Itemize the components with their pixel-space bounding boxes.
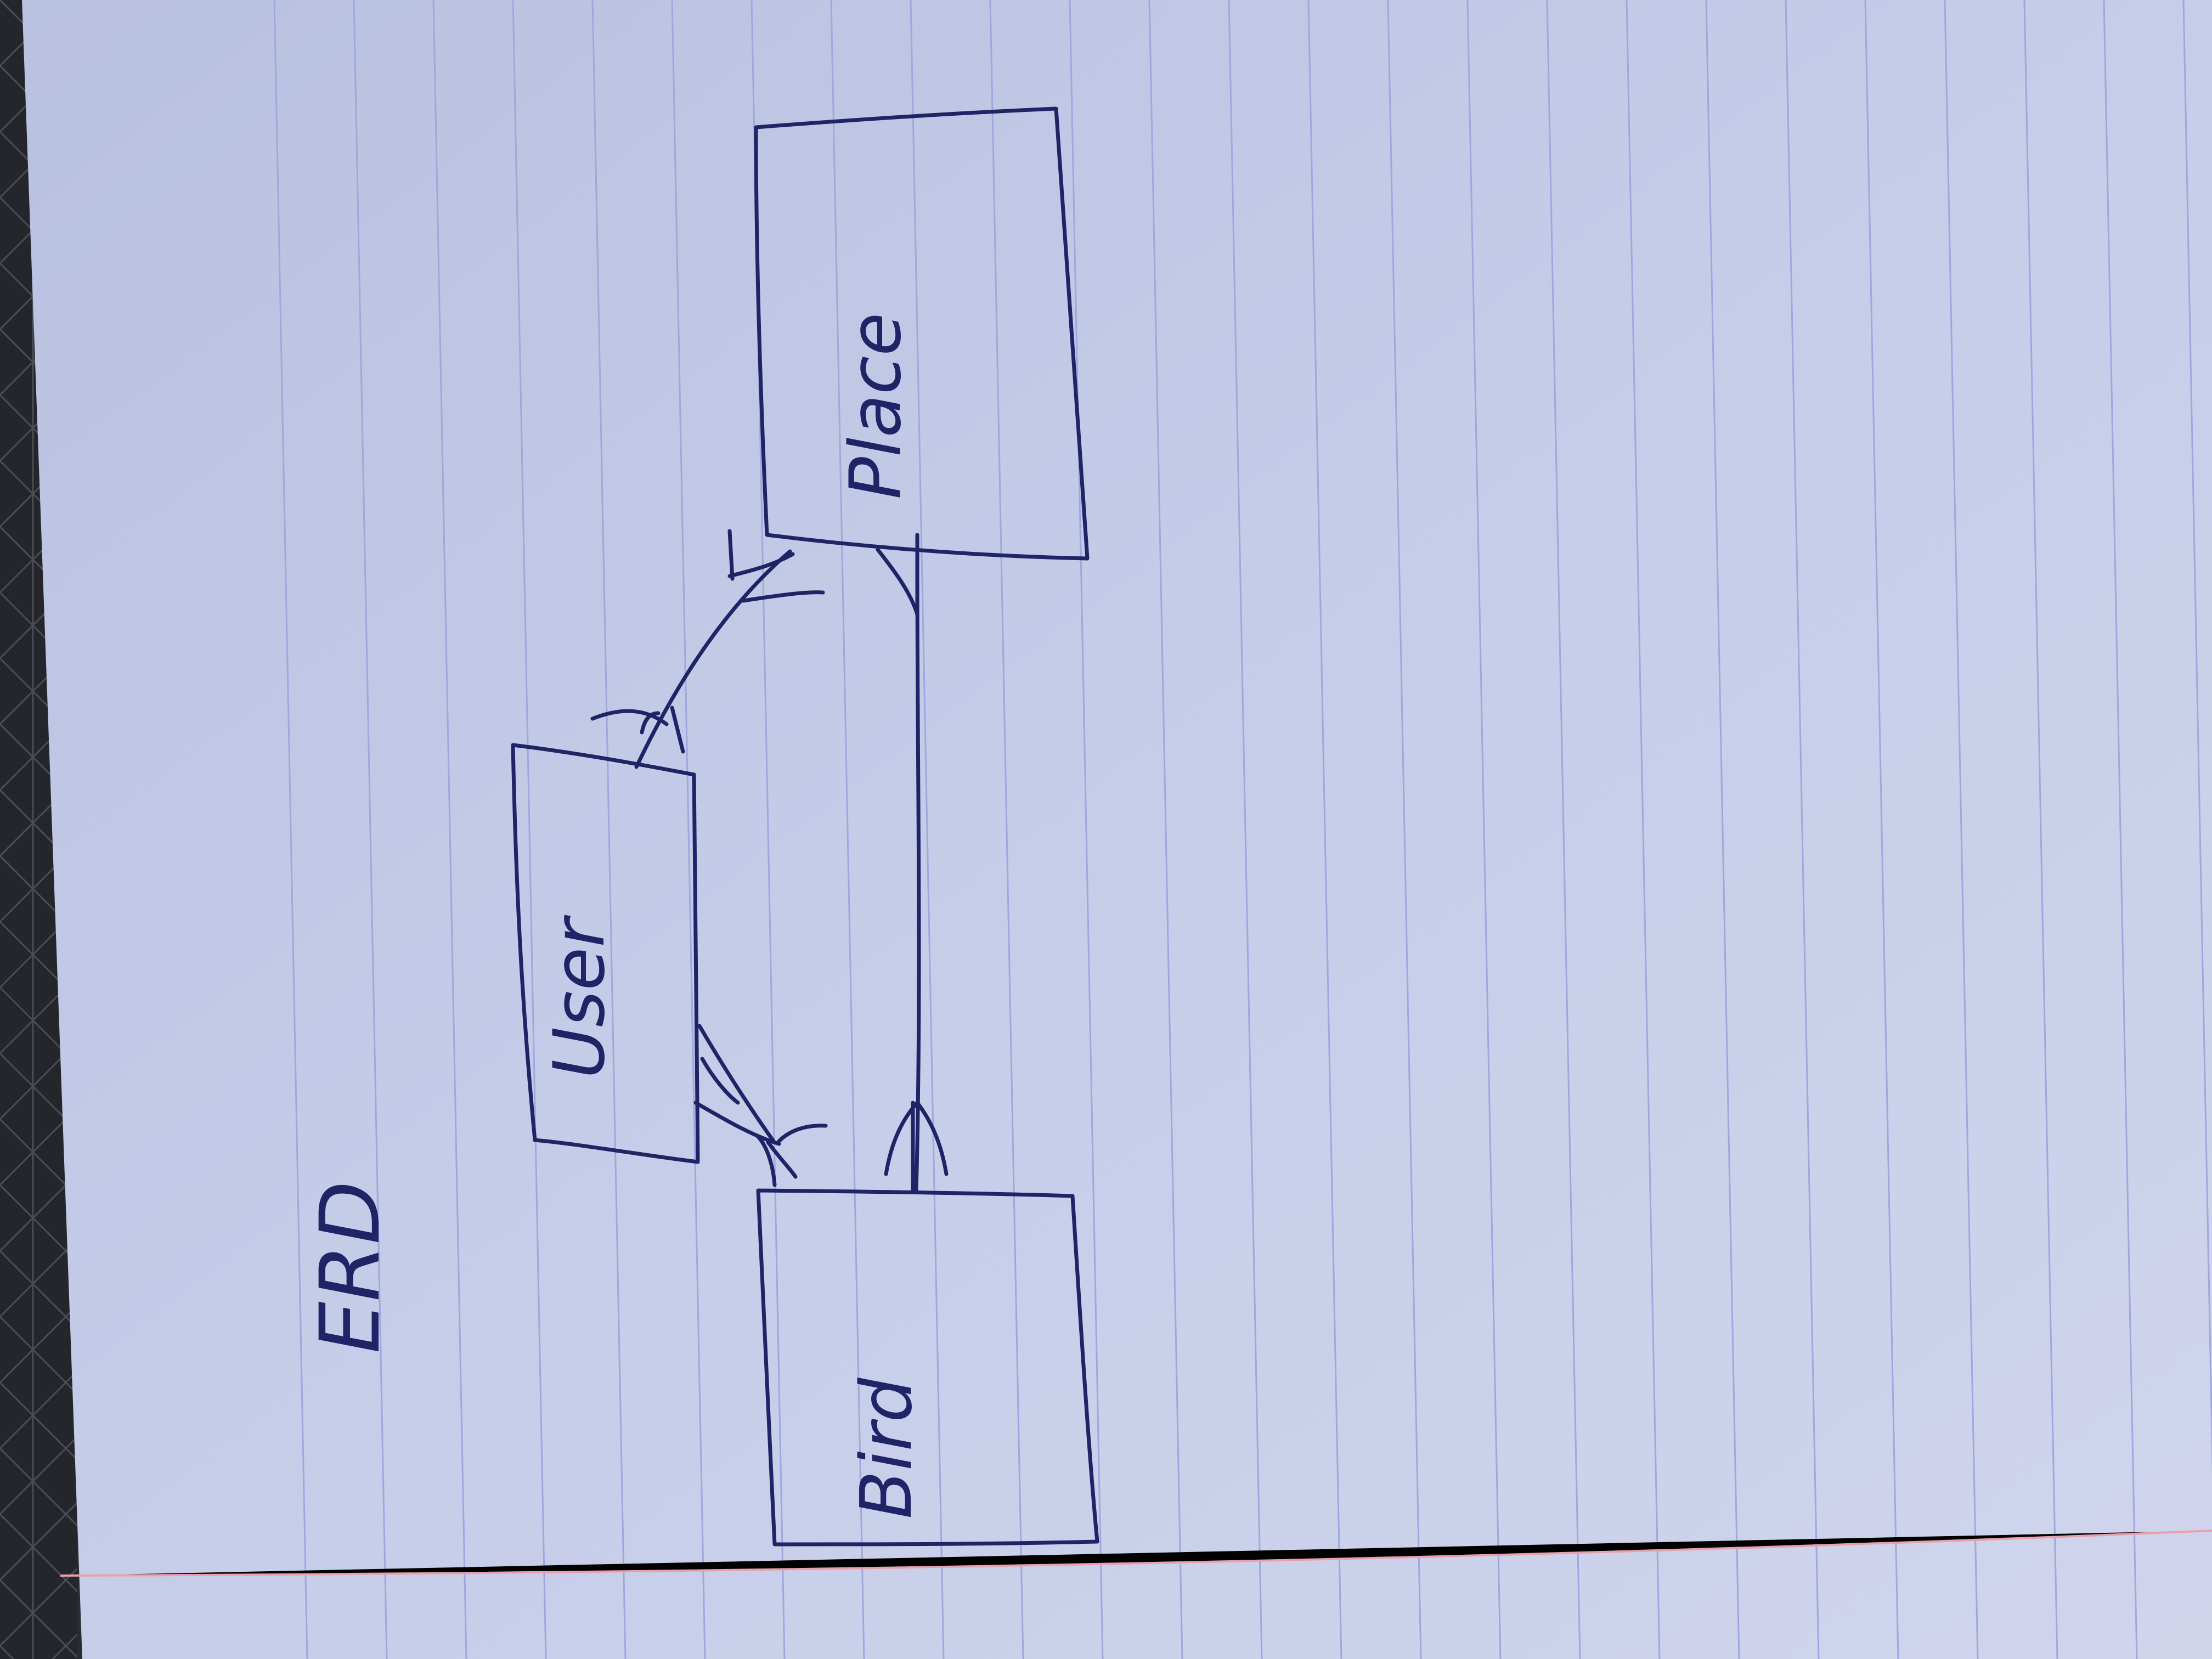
entity-user-label: User <box>539 915 620 1079</box>
rule-line <box>1785 0 1820 1659</box>
rule-line <box>2182 0 2212 1480</box>
rule-line <box>1944 0 1979 1659</box>
relationship-place-bird <box>876 533 949 1194</box>
rule-line <box>1148 0 1183 1659</box>
rule-line <box>910 0 945 1659</box>
entity-user: User <box>511 743 700 1164</box>
rule-line <box>1546 0 1581 1659</box>
rule-line <box>1387 0 1422 1659</box>
relationship-user-place <box>590 529 825 769</box>
relationship-user-bird <box>693 1024 828 1187</box>
paper-sheet <box>22 0 2212 1659</box>
rule-line <box>353 0 388 1659</box>
margin-line <box>60 1530 2212 1577</box>
entity-place: Place <box>754 106 1090 561</box>
entity-bird: Bird <box>756 1188 1099 1547</box>
ruled-lines <box>273 0 2212 1659</box>
rule-line <box>2103 0 2138 1659</box>
rule-line <box>1228 0 1263 1659</box>
diagram-title: ERD <box>303 1181 398 1354</box>
rule-line <box>432 0 467 1659</box>
rule-line <box>830 0 865 1659</box>
rule-line <box>1466 0 1502 1659</box>
rule-line <box>1705 0 1740 1659</box>
rule-line <box>512 0 547 1659</box>
rule-line <box>1307 0 1342 1659</box>
rule-line <box>1626 0 1661 1659</box>
rule-line <box>591 0 627 1659</box>
entity-bird-label: Bird <box>846 1378 928 1519</box>
rule-line <box>1069 0 1104 1659</box>
rule-line <box>989 0 1024 1659</box>
entity-place-label: Place <box>835 313 917 499</box>
rule-line <box>273 0 308 1659</box>
rule-line <box>2023 0 2058 1659</box>
rule-line <box>671 0 706 1659</box>
rule-line <box>1864 0 1899 1659</box>
